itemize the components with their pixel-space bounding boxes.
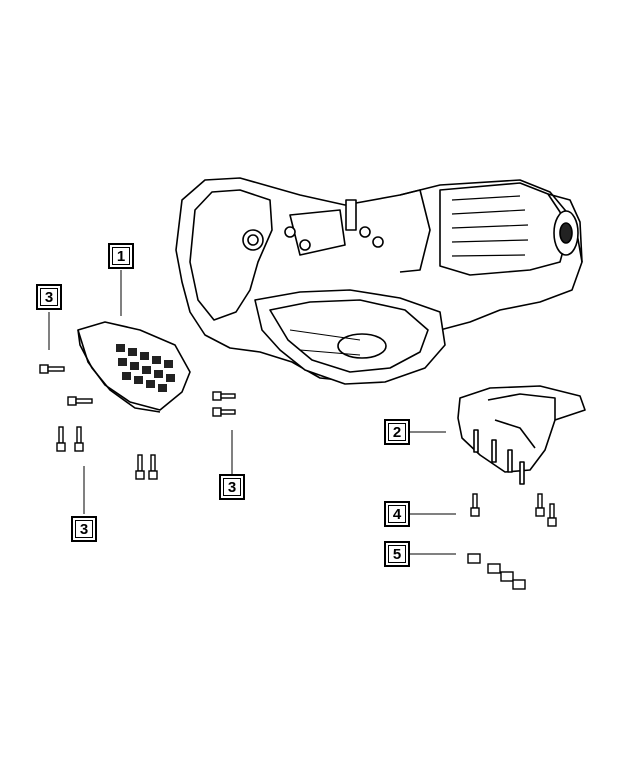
callout-4-label: 4 [392, 505, 402, 523]
callout-5: 5 [384, 541, 410, 567]
callout-3-top-left-label: 3 [44, 288, 54, 306]
leader-lines [48, 270, 456, 555]
transmission-skid-plate [77, 321, 191, 413]
bolts [39, 364, 236, 480]
callout-1-label: 1 [116, 247, 126, 265]
callout-5-label: 5 [392, 545, 402, 563]
transmission-assembly [175, 177, 583, 385]
callout-3-top-left: 3 [36, 284, 62, 310]
callout-3-bottom-left: 3 [71, 516, 97, 542]
callout-3-middle-label: 3 [227, 478, 237, 496]
callout-2: 2 [384, 419, 410, 445]
callout-4: 4 [384, 501, 410, 527]
callout-3-middle: 3 [219, 474, 245, 500]
callout-2-label: 2 [392, 423, 402, 441]
callout-1: 1 [108, 243, 134, 269]
transmission-mount [457, 385, 586, 485]
mount-bolts [470, 493, 557, 527]
callout-3-bottom-left-label: 3 [79, 520, 89, 538]
nuts [467, 553, 526, 590]
